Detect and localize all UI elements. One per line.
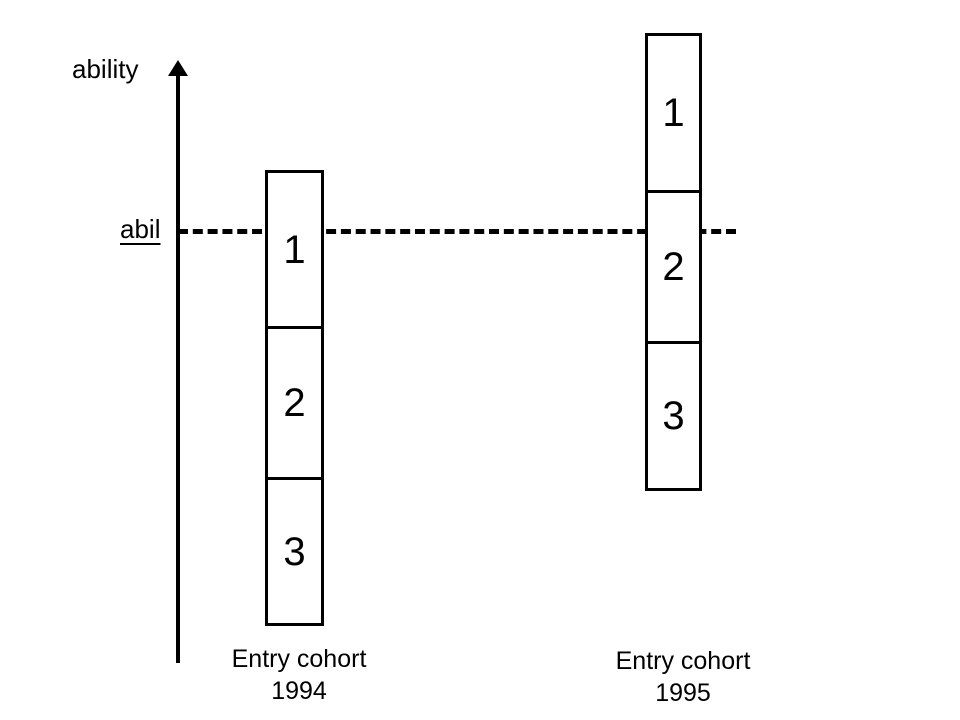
threshold-label: abil [120,214,161,244]
y-axis-arrow-icon [168,60,188,76]
y-axis-line [176,72,180,663]
y-axis-label: ability [72,54,139,84]
cohort-1994-column: 1 2 3 [265,170,324,626]
cohort-1995-cell-3: 3 [648,341,699,488]
cohort-1994-cell-1: 1 [283,227,306,272]
cohort-1995-column: 1 2 3 [645,33,702,491]
cohort-1995-caption: Entry cohort 1995 [553,645,813,709]
cohort-1994-cell-2: 2 [268,326,321,477]
cohort-1994-cell-3: 3 [268,477,321,623]
cohort-1995-caption-line1: Entry cohort [615,647,751,675]
cohort-1994-caption-line2: 1994 [271,677,327,705]
cohort-1995-caption-line2: 1995 [655,679,711,707]
threshold-dashed-line [178,229,736,234]
cohort-1995-cell-2: 2 [648,190,699,341]
cohort-1994-caption-line1: Entry cohort [231,645,367,673]
cohort-1994-caption: Entry cohort 1994 [169,643,429,707]
cohort-1995-cell-1: 1 [662,91,685,135]
